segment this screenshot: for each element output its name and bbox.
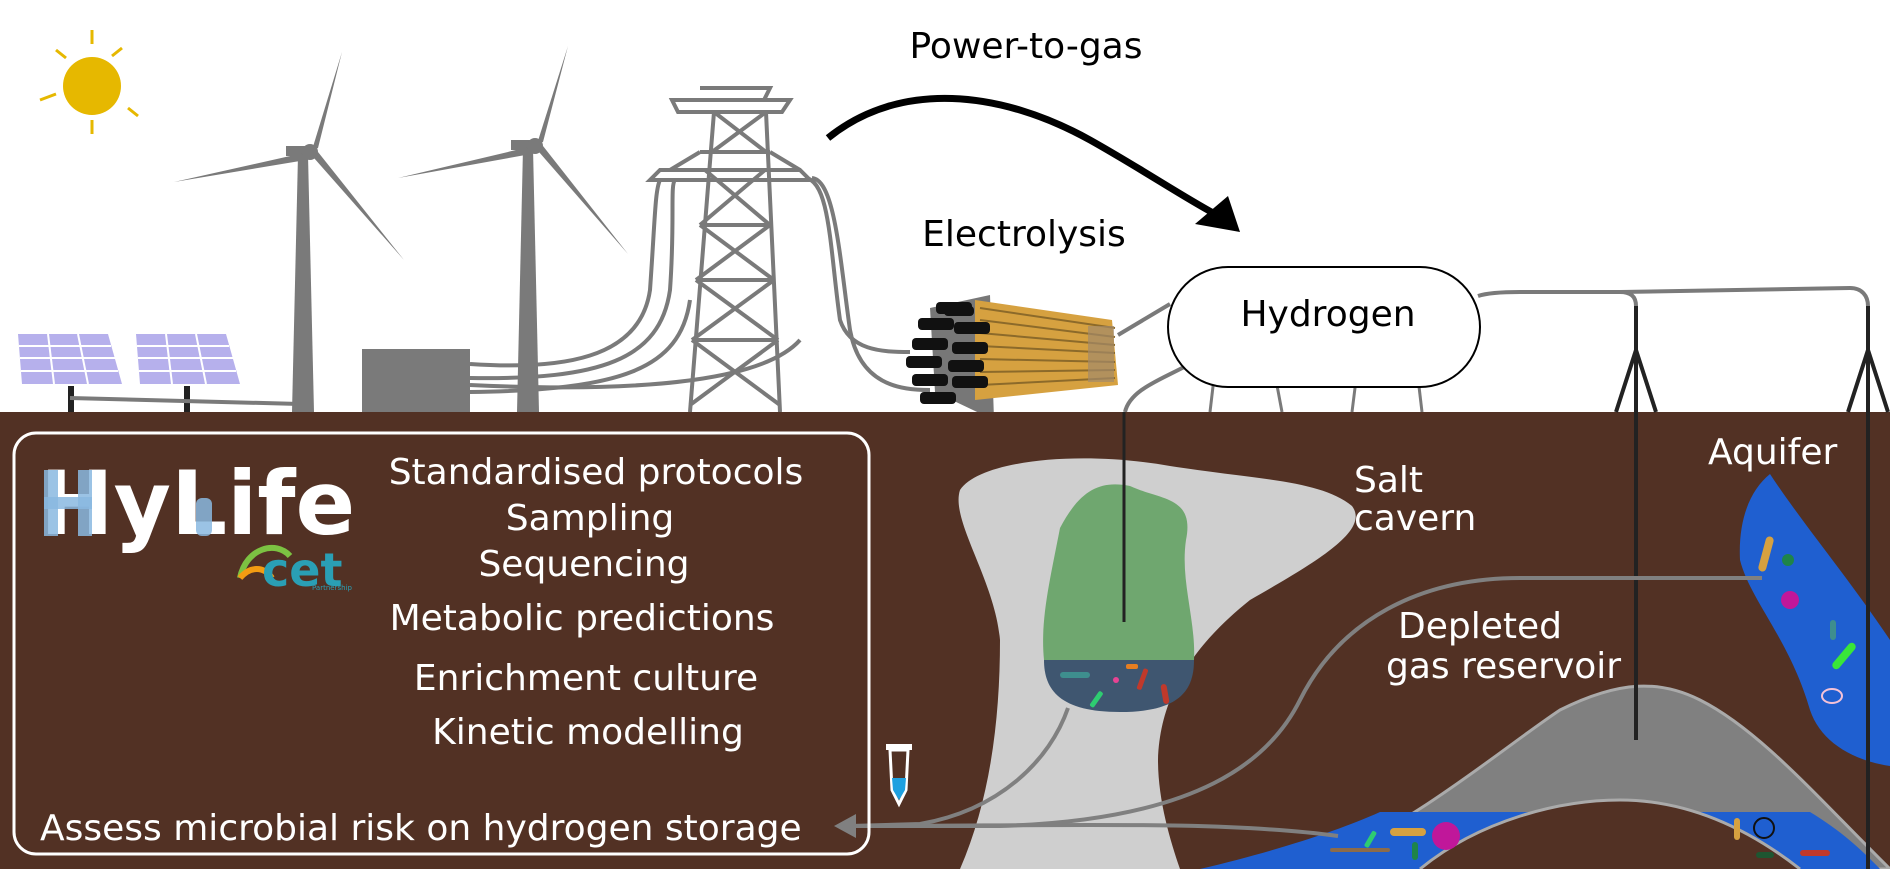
cet-logo-subtext: Partnership <box>312 584 352 592</box>
power-cables <box>69 176 931 406</box>
depleted-reservoir-label-line2: gas reservoir <box>1386 646 1621 687</box>
substation-building <box>362 349 470 412</box>
salt-cavern-label-line1: Salt <box>1354 460 1423 501</box>
power-to-gas-label: Power-to-gas <box>910 26 1143 67</box>
cet-logo-text: cet <box>262 543 342 597</box>
hylife-item-enrichment-culture: Enrichment culture <box>414 658 758 699</box>
hylife-item-kinetic-modelling: Kinetic modelling <box>432 712 744 753</box>
depleted-reservoir-label-line1: Depleted <box>1398 606 1562 647</box>
electrolyser <box>906 295 1118 420</box>
hydrogen-label: Hydrogen <box>1240 294 1415 335</box>
transmission-pylon <box>645 86 815 413</box>
hylife-item-standardised-protocols: Standardised protocols <box>389 452 804 493</box>
reservoir-cap-arc <box>1419 798 1801 869</box>
pipe-tank-to-wells <box>1477 290 1638 307</box>
hylife-item-sequencing: Sequencing <box>478 544 689 585</box>
electrolysis-label: Electrolysis <box>922 214 1126 255</box>
reservoir-microbes <box>1330 817 1830 860</box>
wind-turbine-1 <box>174 52 404 412</box>
hylife-footer: Assess microbial risk on hydrogen storag… <box>40 808 802 849</box>
aquifer-microbes <box>1758 536 1856 704</box>
solar-panel-2 <box>136 333 240 412</box>
hylife-info-box <box>12 431 871 856</box>
cavern-hydrogen-gas <box>1043 484 1195 660</box>
power-to-gas-arrowhead <box>1195 196 1240 232</box>
sample-tube-icon <box>886 744 912 808</box>
pipe-electrolyser-to-tank <box>1116 302 1172 337</box>
wind-turbine-2 <box>398 46 628 412</box>
cavern-microbes <box>1060 664 1170 708</box>
sample-flow-arrows <box>849 576 1762 838</box>
salt-cavern-label-line2: cavern <box>1354 498 1476 539</box>
hylife-logo: HyLife <box>40 452 355 555</box>
sample-flow-arrowhead <box>834 814 856 838</box>
cet-partnership-logo: cet Partnership <box>237 543 352 597</box>
power-to-gas-arrow <box>825 95 1217 218</box>
sun-icon <box>39 30 139 134</box>
hydrogen-tank: Hydrogen <box>1167 266 1481 413</box>
aquifer-water <box>1739 474 1890 766</box>
well-rig-1 <box>1614 306 1658 740</box>
aquifer-label: Aquifer <box>1708 432 1837 473</box>
hylife-item-sampling: Sampling <box>506 498 675 539</box>
hylife-item-metabolic-predictions: Metabolic predictions <box>390 598 775 639</box>
well-rig-2 <box>1846 306 1890 869</box>
